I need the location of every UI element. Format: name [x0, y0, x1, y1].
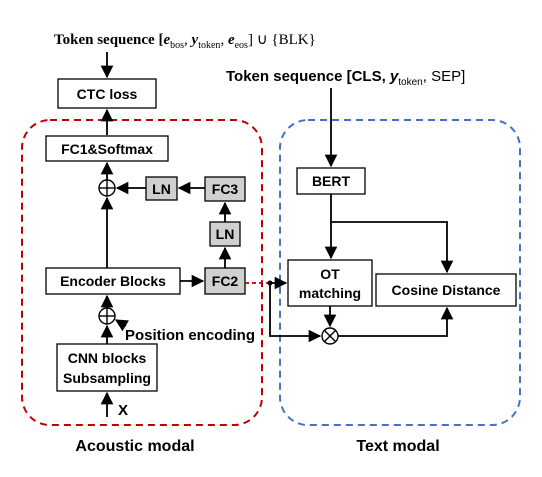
sum-node-lower	[98, 307, 116, 325]
input-x-label: X	[118, 402, 128, 419]
svg-text:Cosine Distance: Cosine Distance	[392, 282, 501, 298]
svg-text:Subsampling: Subsampling	[63, 370, 151, 386]
encoder-blocks-box: Encoder Blocks	[45, 267, 181, 295]
arrow-bert-to-cosine	[331, 221, 454, 274]
text-modal-region	[279, 119, 521, 426]
cnn-blocks-box: CNN blocks Subsampling	[56, 343, 158, 392]
ctc-token-sequence-label: Token sequence [ebos, ytoken, eeos] ∪ {B…	[54, 32, 316, 51]
acoustic-modal-region	[21, 119, 263, 426]
position-encoding-label: Position encoding	[125, 327, 255, 344]
svg-text:FC3: FC3	[212, 181, 239, 197]
acoustic-modal-label: Acoustic modal	[75, 438, 194, 455]
svg-text:FC1&Softmax: FC1&Softmax	[61, 141, 153, 157]
multiply-node	[321, 327, 339, 345]
svg-text:matching: matching	[299, 285, 361, 301]
fc2-box: FC2	[204, 267, 246, 295]
ctc-loss-box: CTC loss	[57, 78, 157, 109]
fc1-softmax-box: FC1&Softmax	[45, 135, 169, 162]
arrow-position-encoding	[114, 319, 129, 332]
ln-box-1: LN	[145, 176, 178, 201]
svg-text:FC2: FC2	[212, 273, 239, 289]
ot-matching-box: OT matching	[287, 259, 373, 307]
bert-box: BERT	[296, 167, 366, 195]
svg-text:Encoder Blocks: Encoder Blocks	[60, 273, 166, 289]
text-modal-label: Text modal	[356, 438, 439, 455]
svg-text:CTC loss: CTC loss	[77, 86, 138, 102]
svg-text:CNN blocks: CNN blocks	[68, 350, 147, 366]
sum-node-upper	[98, 179, 116, 197]
cosine-distance-box: Cosine Distance	[375, 273, 517, 307]
ln-box-2: LN	[209, 221, 241, 247]
svg-text:LN: LN	[216, 226, 235, 242]
svg-text:LN: LN	[152, 181, 171, 197]
svg-text:BERT: BERT	[312, 173, 351, 189]
arrow-fc2-to-multiply	[269, 283, 322, 343]
arrow-multiply-to-cosine	[338, 306, 454, 337]
fc3-box: FC3	[204, 176, 246, 202]
bert-token-sequence-label: Token sequence [CLS, ytoken, SEP]	[226, 68, 465, 88]
svg-text:OT: OT	[320, 266, 340, 282]
